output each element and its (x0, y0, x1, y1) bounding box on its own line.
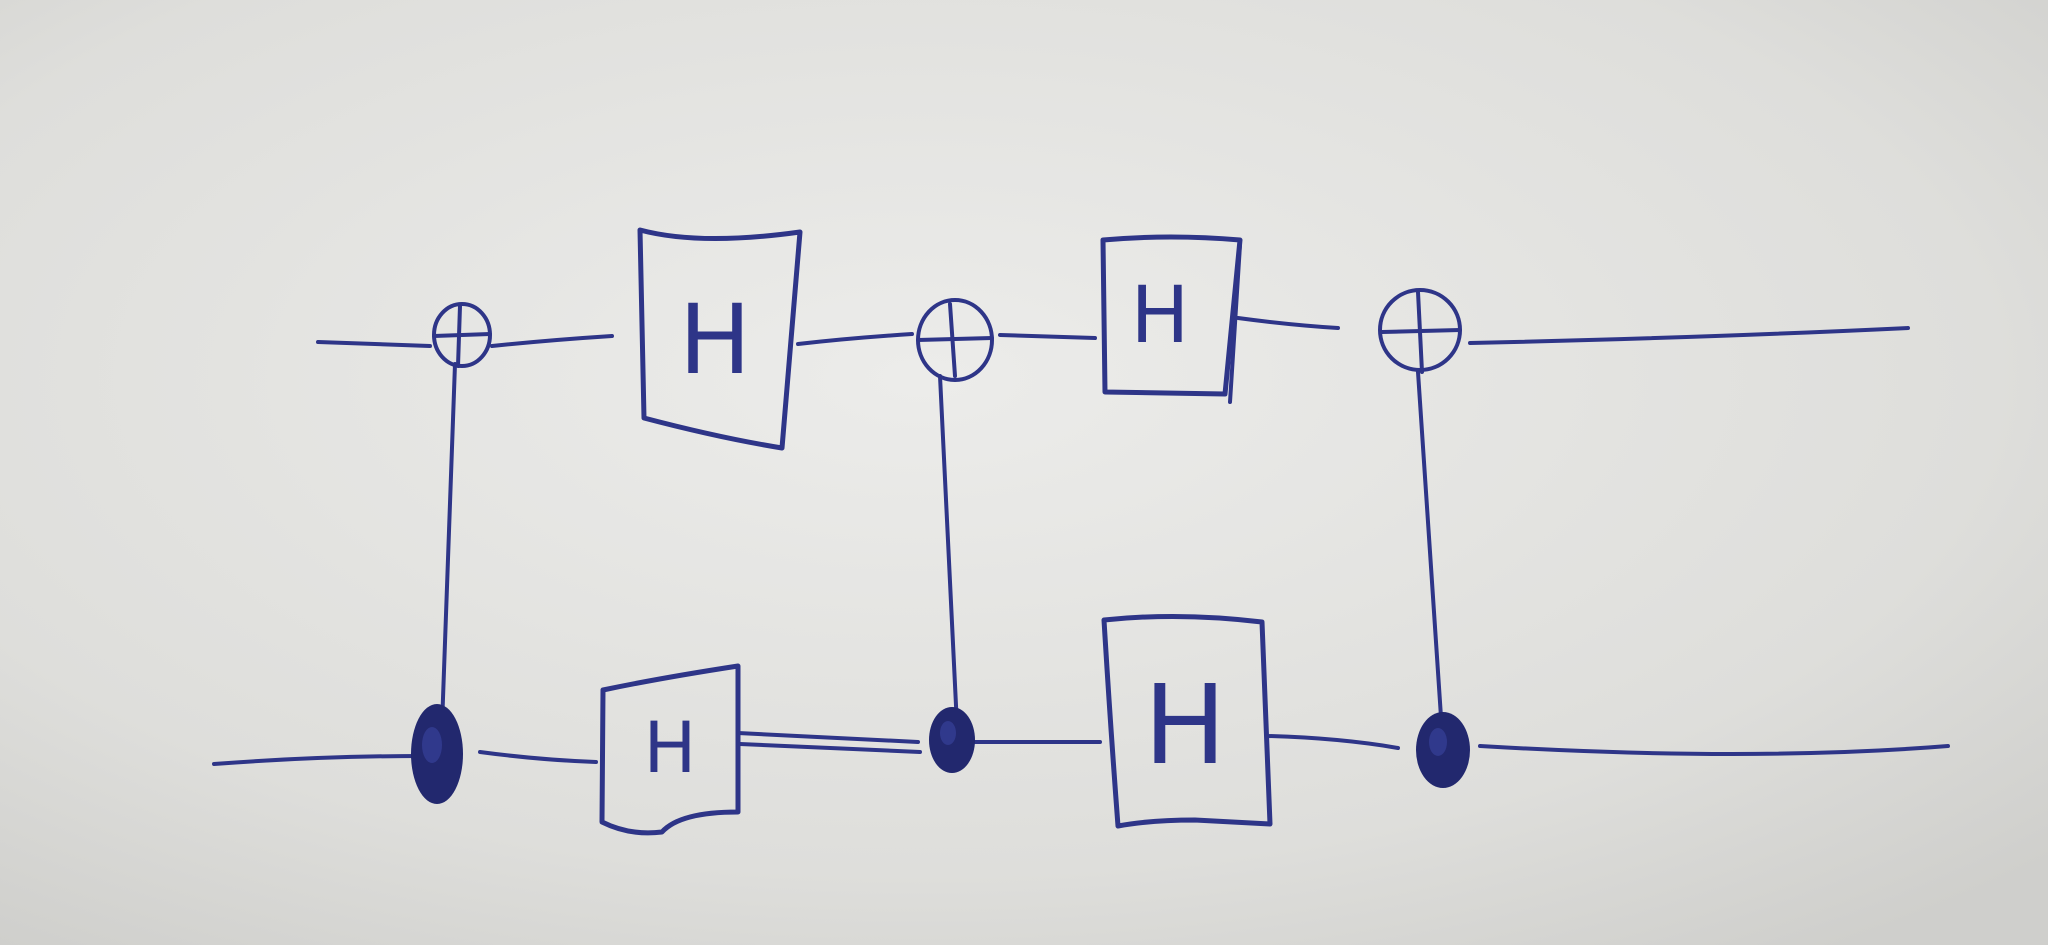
cnot-2-target (916, 298, 994, 382)
wire-bottom (212, 731, 1950, 766)
cnot-2-control-line (938, 374, 959, 728)
gate-h-bottom-1: H (599, 663, 741, 836)
gate-h-bottom-2: H (1101, 613, 1273, 829)
cnot-3-control (1416, 712, 1470, 788)
gate-h-bottom-2-label: H (1144, 661, 1227, 789)
cnot-2 (916, 298, 994, 773)
gate-h-bottom-1-label: H (644, 707, 697, 789)
gate-h-top-1: H (637, 227, 803, 451)
cnot-1-target (432, 302, 492, 368)
wire-top (316, 316, 1910, 348)
cnot-3-control-line (1416, 370, 1444, 734)
gate-h-top-2-label: H (1131, 271, 1190, 361)
gate-h-top-1-label: H (679, 284, 751, 396)
cnot-2-control (929, 707, 975, 773)
cnot-3 (1378, 288, 1470, 788)
cnot-1 (411, 302, 492, 804)
cnot-1-control (411, 704, 463, 804)
gate-h-top-2: H (1100, 234, 1243, 404)
cnot-1-control-line (440, 362, 457, 728)
cnot-3-target (1378, 288, 1462, 374)
